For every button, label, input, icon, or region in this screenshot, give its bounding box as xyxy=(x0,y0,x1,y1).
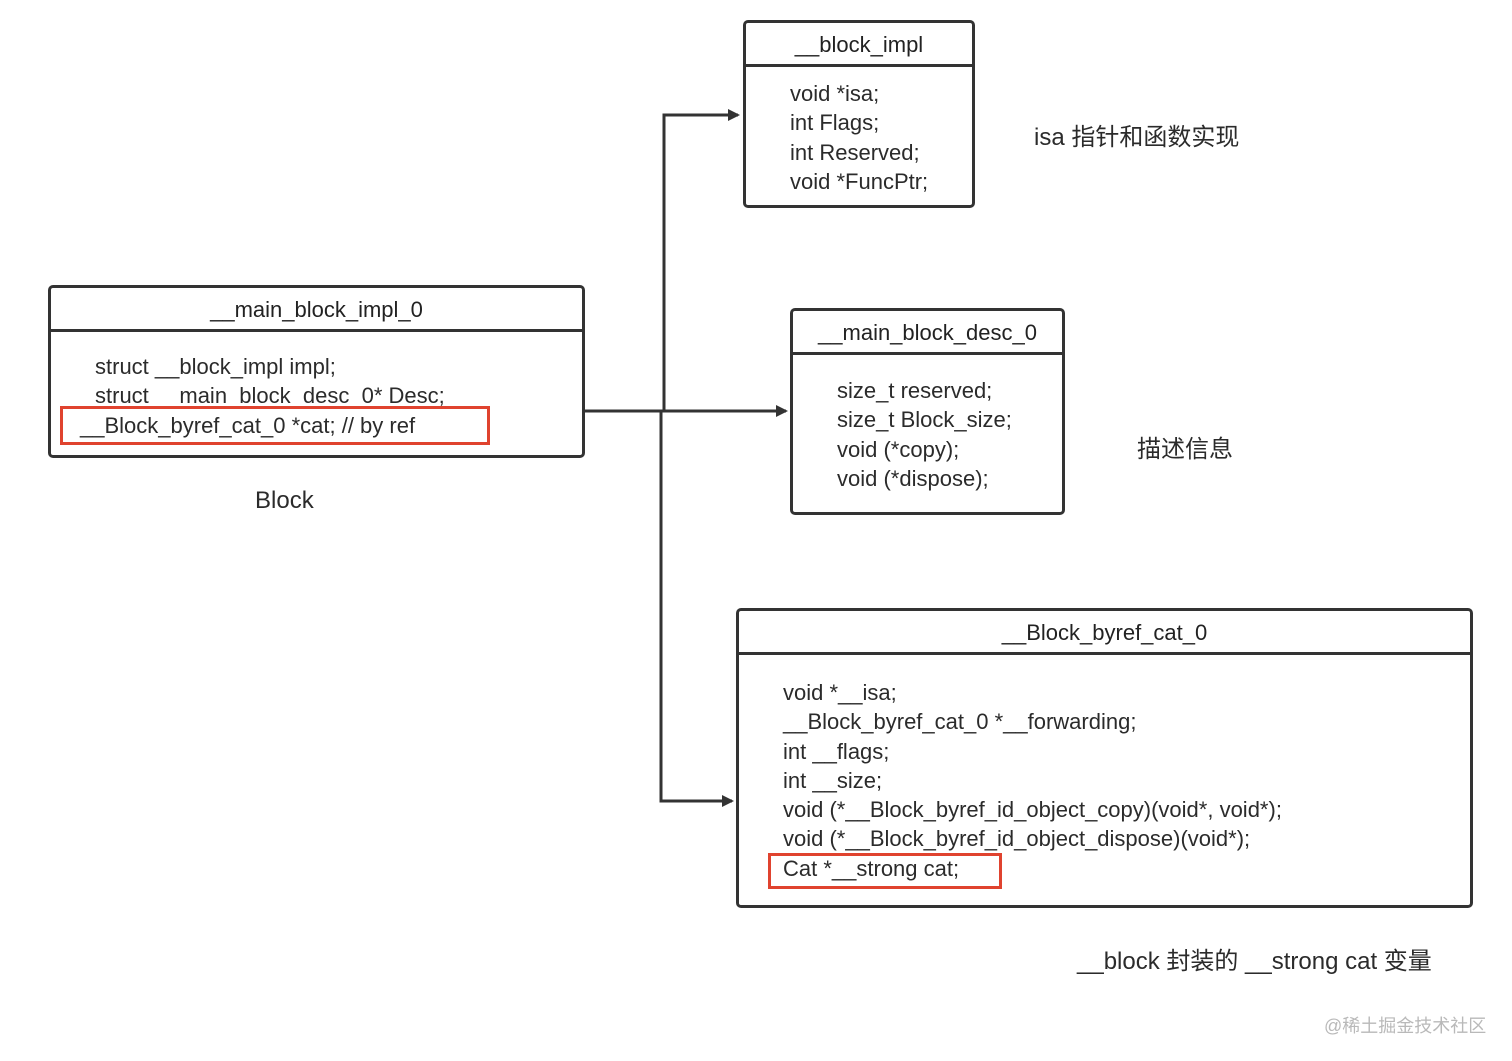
struct-title: __main_block_desc_0 xyxy=(793,311,1062,355)
struct-field: int __flags; xyxy=(783,738,890,764)
struct-field: size_t reserved; xyxy=(837,378,993,403)
highlight-box-strong-cat xyxy=(768,853,1002,889)
struct-block-impl: __block_impl void *isa; int Flags; int R… xyxy=(743,20,975,208)
struct-field: int Flags; xyxy=(790,110,880,136)
struct-field: void (*__Block_byref_id_object_dispose)(… xyxy=(783,826,1251,852)
struct-field: void (*copy); xyxy=(837,436,960,462)
edge-main-to-byref xyxy=(659,411,734,807)
struct-field: __Block_byref_cat_0 *__forwarding; xyxy=(783,709,1137,735)
struct-field: void (*__Block_byref_id_object_copy)(voi… xyxy=(783,797,1282,823)
struct-field: size_t Block_size; xyxy=(837,407,1012,433)
watermark: @稀土掘金技术社区 xyxy=(1324,1016,1487,1036)
struct-field: void *isa; xyxy=(790,81,880,106)
struct-field: void *FuncPtr; xyxy=(790,168,929,194)
struct-main-block-impl: __main_block_impl_0 struct __block_impl … xyxy=(48,285,585,458)
struct-main-block-desc: __main_block_desc_0 size_t reserved; siz… xyxy=(790,308,1065,515)
struct-field-highlighted: __Block_byref_cat_0 *cat; // by ref xyxy=(80,412,416,438)
struct-field: int Reserved; xyxy=(790,139,920,165)
caption-isa: isa 指针和函数实现 xyxy=(1034,124,1240,151)
struct-title: __main_block_impl_0 xyxy=(51,288,582,332)
struct-title: __Block_byref_cat_0 xyxy=(739,611,1470,655)
struct-field: struct __main_block_desc_0* Desc; xyxy=(95,383,445,409)
struct-title: __block_impl xyxy=(746,23,972,67)
caption-block: Block xyxy=(255,487,314,514)
struct-block-byref-cat: __Block_byref_cat_0 void *__isa; __Block… xyxy=(736,608,1473,908)
highlight-box-cat-ref xyxy=(60,406,490,445)
caption-desc: 描述信息 xyxy=(1137,436,1233,463)
struct-field: void *__isa; xyxy=(783,680,897,705)
struct-field: struct __block_impl impl; xyxy=(95,354,336,379)
struct-field: void (*dispose); xyxy=(837,465,989,491)
edge-main-to-block-impl xyxy=(585,109,740,413)
struct-field: int __size; xyxy=(783,767,883,793)
caption-byref: __block 封装的 __strong cat 变量 xyxy=(1077,948,1432,975)
struct-field-highlighted: Cat *__strong cat; xyxy=(783,855,960,881)
